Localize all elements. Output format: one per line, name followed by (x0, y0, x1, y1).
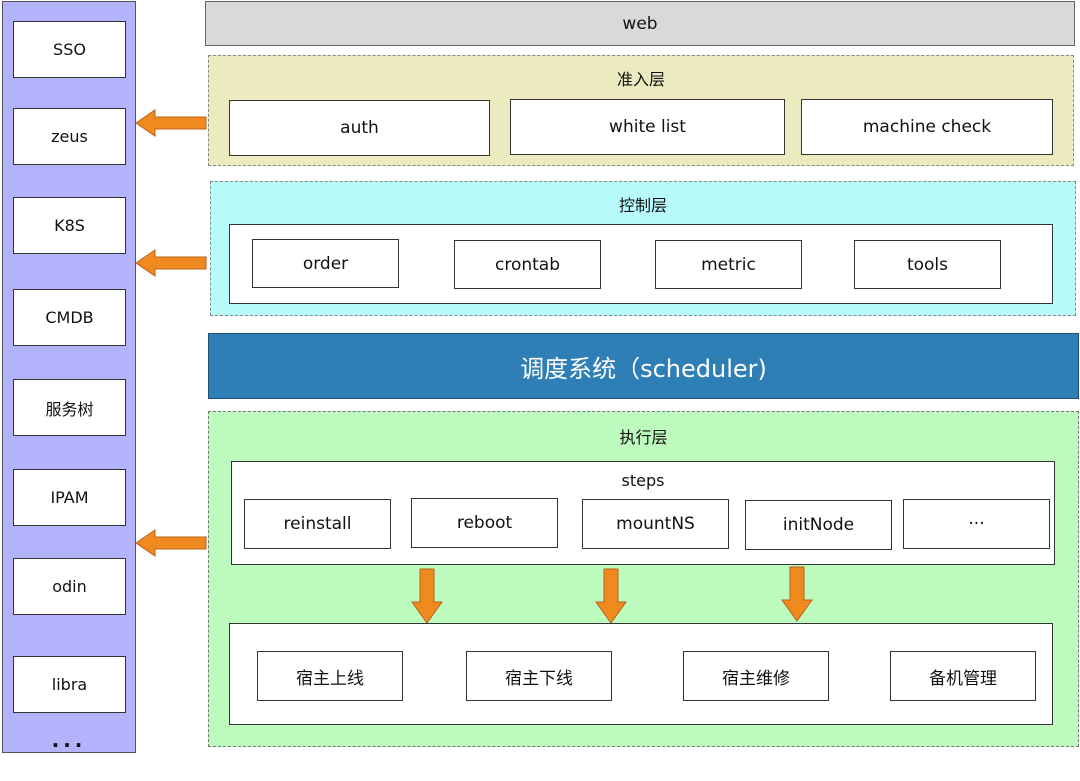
service-sso: SSO (13, 21, 126, 78)
service-zeus: zeus (13, 108, 126, 165)
steps-container: steps reinstall reboot mountNS initNode … (231, 461, 1055, 565)
operation-host-online: 宿主上线 (257, 651, 403, 701)
operation-label: 备机管理 (929, 668, 997, 689)
service-tree: 服务树 (13, 379, 126, 436)
access-item-white-list: white list (510, 99, 785, 155)
operation-label: 宿主上线 (296, 668, 364, 689)
step-label: reboot (456, 513, 513, 533)
operation-label: 宿主维修 (722, 668, 790, 689)
scheduler-label: 调度系统（scheduler) (520, 354, 767, 383)
control-item-label: order (302, 253, 349, 274)
access-item-label: auth (340, 118, 379, 138)
steps-title: steps (621, 471, 665, 490)
operation-label: 宿主下线 (505, 668, 573, 689)
control-item-label: tools (906, 254, 949, 275)
service-tree-label: 服务树 (45, 399, 94, 419)
service-libra-label: libra (51, 675, 88, 694)
step-label: mountNS (616, 514, 695, 534)
operation-host-offline: 宿主下线 (466, 651, 612, 701)
step-initnode: initNode (745, 500, 892, 550)
access-item-auth: auth (229, 100, 490, 156)
control-item-metric: metric (655, 240, 802, 289)
step-label: ··· (968, 514, 985, 534)
service-sso-label: SSO (53, 40, 86, 59)
control-item-order: order (252, 239, 399, 288)
service-libra: libra (13, 656, 126, 713)
operation-host-repair: 宿主维修 (683, 651, 829, 701)
scheduler-bar: 调度系统（scheduler) (208, 333, 1079, 399)
web-bar: web (205, 1, 1075, 46)
access-item-machine-check: machine check (801, 99, 1053, 155)
arrow-left-icon (135, 109, 207, 137)
web-label: web (622, 13, 658, 34)
service-k8s: K8S (13, 197, 126, 254)
arrow-down-icon (595, 568, 627, 624)
control-layer-title: 控制层 (618, 196, 667, 215)
step-label: reinstall (283, 514, 352, 534)
step-reinstall: reinstall (244, 499, 391, 549)
sidebar-ellipsis: ... (51, 728, 87, 752)
arrow-down-icon (781, 566, 813, 622)
step-mountns: mountNS (582, 499, 729, 549)
service-ipam-label: IPAM (50, 488, 89, 507)
service-odin-label: odin (52, 577, 87, 596)
operations-container: 宿主上线 宿主下线 宿主维修 备机管理 (229, 623, 1053, 725)
service-odin: odin (13, 558, 126, 615)
service-k8s-label: K8S (54, 216, 85, 235)
operation-spare-management: 备机管理 (890, 651, 1036, 701)
access-item-label: machine check (862, 117, 992, 137)
control-item-label: metric (701, 254, 756, 275)
arrow-left-icon (135, 529, 207, 557)
services-sidebar: SSO zeus K8S CMDB 服务树 IPAM odin libra ..… (2, 1, 136, 753)
service-zeus-label: zeus (51, 127, 88, 146)
step-reboot: reboot (411, 498, 558, 548)
service-cmdb-label: CMDB (45, 308, 94, 327)
access-item-label: white list (609, 117, 686, 137)
arrow-left-icon (135, 249, 207, 277)
execution-layer: 执行层 steps reinstall reboot mountNS initN… (208, 411, 1079, 747)
control-item-crontab: crontab (454, 240, 601, 289)
service-ipam: IPAM (13, 469, 126, 526)
step-more: ··· (903, 499, 1050, 549)
control-layer: 控制层 order crontab metric tools (210, 181, 1076, 316)
arrow-down-icon (411, 568, 443, 624)
service-cmdb: CMDB (13, 289, 126, 346)
access-layer: 准入层 auth white list machine check (208, 55, 1074, 166)
step-label: initNode (782, 515, 855, 535)
execution-layer-title: 执行层 (619, 428, 668, 447)
control-item-label: crontab (494, 254, 560, 275)
control-items-container: order crontab metric tools (229, 224, 1053, 304)
control-item-tools: tools (854, 240, 1001, 289)
access-layer-title: 准入层 (616, 70, 665, 89)
